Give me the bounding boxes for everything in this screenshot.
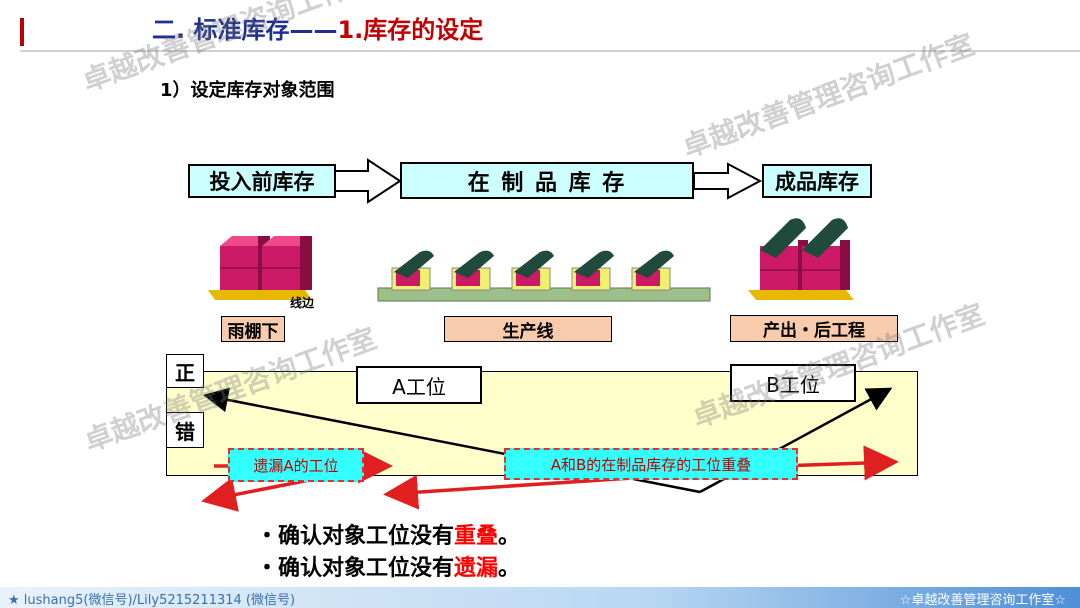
bullet-2-highlight: 遗漏: [454, 556, 499, 581]
flow-box-pre-input: 投入前库存: [188, 164, 336, 198]
label-production-line: 生产线: [444, 316, 612, 342]
row-label-correct: 正: [166, 354, 204, 388]
title-red-part: 1.库存的设定: [337, 16, 484, 44]
production-line-conveyor: [377, 250, 711, 302]
flow-arrow-2: [693, 162, 763, 200]
title-blue-part: 二. 标准库存——: [152, 16, 338, 44]
bullet-2-suffix: 。: [498, 556, 521, 581]
footer-studio: ☆卓越改善管理咨询工作室☆: [899, 593, 1066, 608]
bullet-1-text: ・确认对象工位没有: [256, 524, 455, 549]
footer-bar: [0, 587, 1080, 608]
bullet-2-text: ・确认对象工位没有: [256, 556, 455, 581]
label-under-shelter: 雨棚下: [221, 316, 285, 342]
header-accent-bar: [20, 18, 24, 46]
bullet-no-overlap: ・确认对象工位没有重叠。: [256, 518, 520, 550]
left-stock-pallet: [208, 236, 312, 300]
bullet-1-highlight: 重叠: [454, 524, 499, 549]
station-a: A工位: [356, 366, 482, 404]
station-b: B工位: [730, 364, 856, 402]
footer-contact: ★ lushang5(微信号)/Lily5215211314 (微信号): [8, 589, 295, 608]
flow-arrow-1: [334, 158, 402, 204]
wrong-arrow-b-right: [779, 445, 899, 481]
right-stock-pallet: [748, 218, 854, 300]
callout-missing-station: 遗漏A的工位: [228, 448, 364, 482]
section-subtitle: 1）设定库存对象范围: [160, 80, 335, 101]
flow-box-finished: 成品库存: [762, 164, 872, 198]
star-icon: ★: [8, 593, 24, 608]
flow-box-wip: 在 制 品 库 存: [400, 162, 694, 199]
row-label-wrong: 错: [166, 412, 204, 448]
header-divider: [20, 50, 1080, 52]
page-title: 二. 标准库存——1.库存的设定: [152, 10, 483, 45]
callout-overlap-stations: A和B的在制品库存的工位重叠: [504, 448, 798, 480]
footer-contact-text: lushang5(微信号)/Lily5215211314 (微信号): [23, 593, 296, 608]
line-side-note: 线边: [290, 296, 315, 310]
bullet-no-omission: ・确认对象工位没有遗漏。: [256, 550, 520, 582]
bullet-1-suffix: 。: [498, 524, 521, 549]
label-output-post-process: 产出・后工程: [730, 315, 898, 342]
